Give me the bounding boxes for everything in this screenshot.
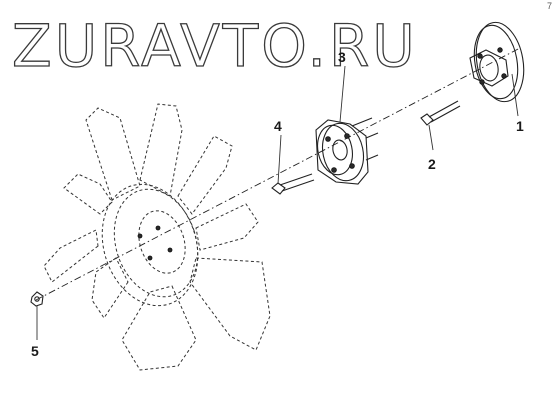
fan-blade [189, 257, 271, 351]
leader-line-4 [277, 134, 282, 185]
watermark-text: ZURAVTO.RU [12, 12, 418, 80]
fan-hub-hole [137, 233, 143, 239]
callout-3: 3 [338, 49, 346, 65]
part-5-nut [30, 291, 44, 307]
fan-hub-inner [113, 188, 199, 298]
fan-blade [85, 107, 141, 201]
fan-hub-center [138, 210, 186, 274]
center-axis [35, 47, 521, 301]
fan-blade [139, 103, 183, 197]
fan-hub-hole [147, 255, 153, 261]
callout-2: 2 [428, 156, 436, 172]
fan-hub-hole [167, 247, 173, 253]
leader-line-1 [511, 73, 519, 117]
callout-5: 5 [31, 343, 39, 359]
part-3-fan-clutch [315, 117, 379, 185]
fan-blade [177, 135, 233, 215]
callout-4: 4 [274, 118, 282, 134]
leader-line-2 [428, 124, 434, 151]
corner-mark: 7 [547, 1, 552, 11]
fan-blade [63, 173, 113, 215]
fan-blade [91, 257, 129, 319]
fan-hub-hole [155, 225, 161, 231]
part-1-pulley-flange [469, 21, 525, 103]
fan-blade [121, 285, 197, 371]
fan-blade [43, 229, 99, 283]
part-2-bolt [420, 100, 461, 126]
fan-blade [195, 203, 259, 251]
callout-1: 1 [516, 118, 524, 134]
part-4-bolt [271, 173, 315, 195]
leader-line-3 [339, 65, 346, 123]
fan-assembly [43, 103, 271, 371]
